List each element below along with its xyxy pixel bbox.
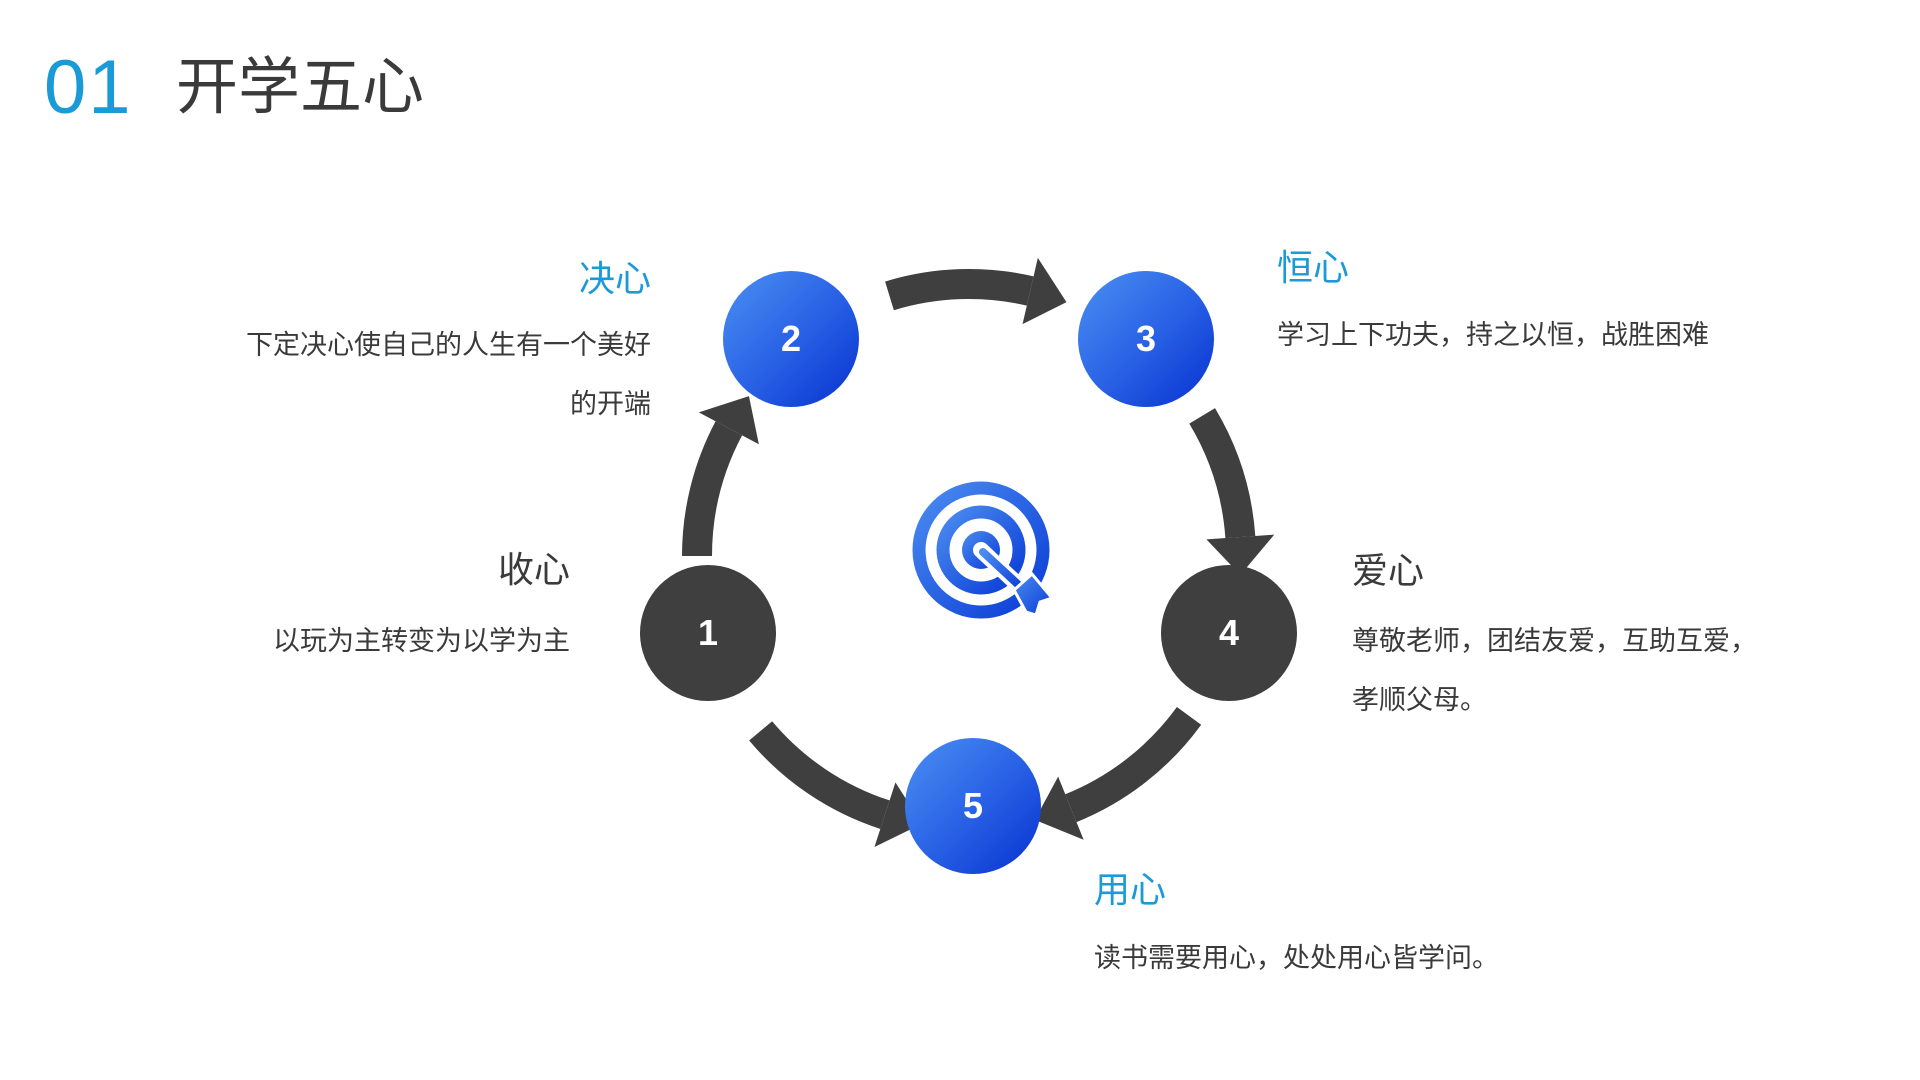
arrow-2-to-3 bbox=[885, 257, 1067, 325]
step-4-number: 4 bbox=[1218, 612, 1240, 653]
step-1-desc: 以玩为主转变为以学为主 bbox=[273, 612, 570, 671]
step-5-title: 用心 bbox=[1094, 869, 1167, 910]
step-3-desc: 学习上下功夫，持之以恒，战胜困难 bbox=[1277, 306, 1709, 365]
step-4-desc-line: 尊敬老师，团结友爱，互助互爱， bbox=[1352, 626, 1757, 656]
step-1-title: 收心 bbox=[497, 549, 570, 590]
step-1-circle: 1 bbox=[640, 565, 776, 701]
section-number: 01 bbox=[44, 45, 133, 130]
step-3-number: 3 bbox=[1135, 318, 1157, 359]
step-5-desc: 读书需要用心，处处用心皆学问。 bbox=[1094, 929, 1499, 988]
step-2-desc-line: 下定决心使自己的人生有一个美好 bbox=[246, 330, 651, 360]
step-1-number: 1 bbox=[697, 612, 719, 653]
step-4-title: 爱心 bbox=[1352, 550, 1425, 591]
step-4-desc: 尊敬老师，团结友爱，互助互爱， 孝顺父母。 bbox=[1352, 612, 1757, 730]
step-3-circle: 3 bbox=[1078, 271, 1214, 407]
step-1-desc-line: 以玩为主转变为以学为主 bbox=[273, 626, 570, 656]
arrow-4-to-5 bbox=[1034, 706, 1202, 840]
step-3-desc-line: 学习上下功夫，持之以恒，战胜困难 bbox=[1277, 320, 1709, 350]
step-5-desc-line: 读书需要用心，处处用心皆学问。 bbox=[1094, 943, 1499, 973]
step-5-circle: 5 bbox=[905, 738, 1041, 874]
step-2-title: 决心 bbox=[578, 258, 651, 299]
step-2-circle: 2 bbox=[723, 271, 859, 407]
arrow-1-to-2 bbox=[682, 396, 759, 557]
step-3-title: 恒心 bbox=[1277, 247, 1350, 288]
step-5-number: 5 bbox=[962, 785, 984, 826]
step-2-desc-line: 的开端 bbox=[570, 389, 651, 419]
arrow-3-to-4 bbox=[1189, 408, 1275, 575]
step-4-desc-line: 孝顺父母。 bbox=[1352, 685, 1487, 715]
step-2-desc: 下定决心使自己的人生有一个美好 的开端 bbox=[246, 316, 651, 434]
page-title: 开学五心 bbox=[176, 53, 425, 122]
step-4-circle: 4 bbox=[1161, 565, 1297, 701]
step-2-number: 2 bbox=[780, 318, 802, 359]
arrow-5-to-1 bbox=[749, 721, 922, 848]
